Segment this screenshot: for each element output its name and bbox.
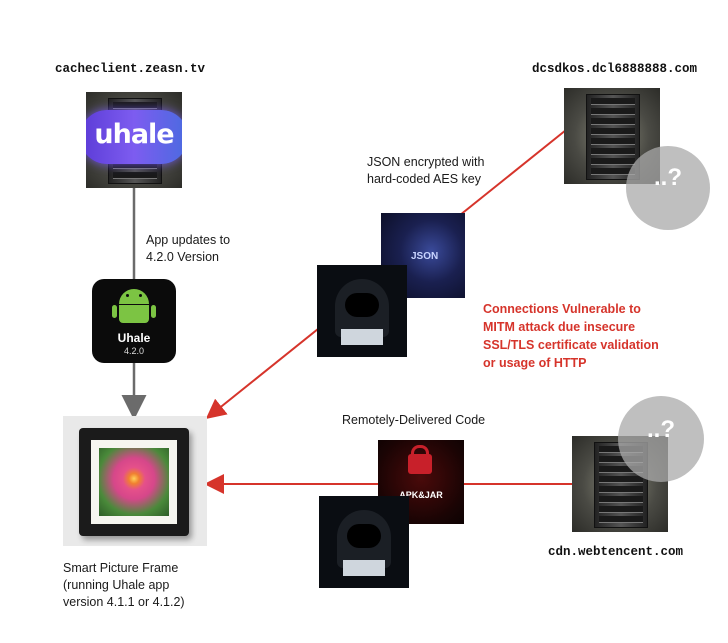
hacker-image-bottom	[319, 496, 409, 588]
app-icon-version: 4.2.0	[123, 346, 145, 356]
picture-frame-image	[63, 416, 207, 546]
app-icon-name: Uhale	[117, 331, 151, 345]
unknown-actor-icon-top: ..?	[626, 146, 710, 230]
app-update-label: App updates to 4.2.0 Version	[146, 233, 231, 264]
uhale-logo-text: uhale	[94, 119, 174, 150]
mitm-warning: Connections Vulnerable to MITM attack du…	[483, 302, 659, 370]
server-label-top-right: dcsdkos.dcl6888888.com	[532, 62, 698, 76]
server-label-top-left: cacheclient.zeasn.tv	[55, 62, 206, 76]
unknown-marker-text: ..?	[654, 164, 682, 191]
picture-frame-caption: Smart Picture Frame (running Uhale app v…	[63, 561, 185, 609]
json-encrypted-label: JSON encrypted with hard-coded AES key	[367, 155, 485, 186]
remote-code-label: Remotely-Delivered Code	[342, 413, 486, 427]
unknown-marker-text: ..?	[647, 416, 675, 443]
server-image-top-left: uhale	[86, 92, 182, 188]
uhale-app-icon: Uhale 4.2.0	[92, 279, 176, 363]
apk-jar-text: APK&JAR	[399, 490, 443, 500]
json-image-text: JSON	[411, 251, 439, 262]
android-icon	[112, 287, 156, 327]
server-image-top-right	[564, 88, 660, 184]
unknown-actor-icon-bottom: ..?	[618, 396, 704, 482]
apk-jar-image: APK&JAR	[378, 440, 464, 524]
uhale-logo: uhale	[86, 110, 182, 164]
server-label-bottom-right: cdn.webtencent.com	[548, 545, 684, 559]
hacker-image-top	[317, 265, 407, 357]
